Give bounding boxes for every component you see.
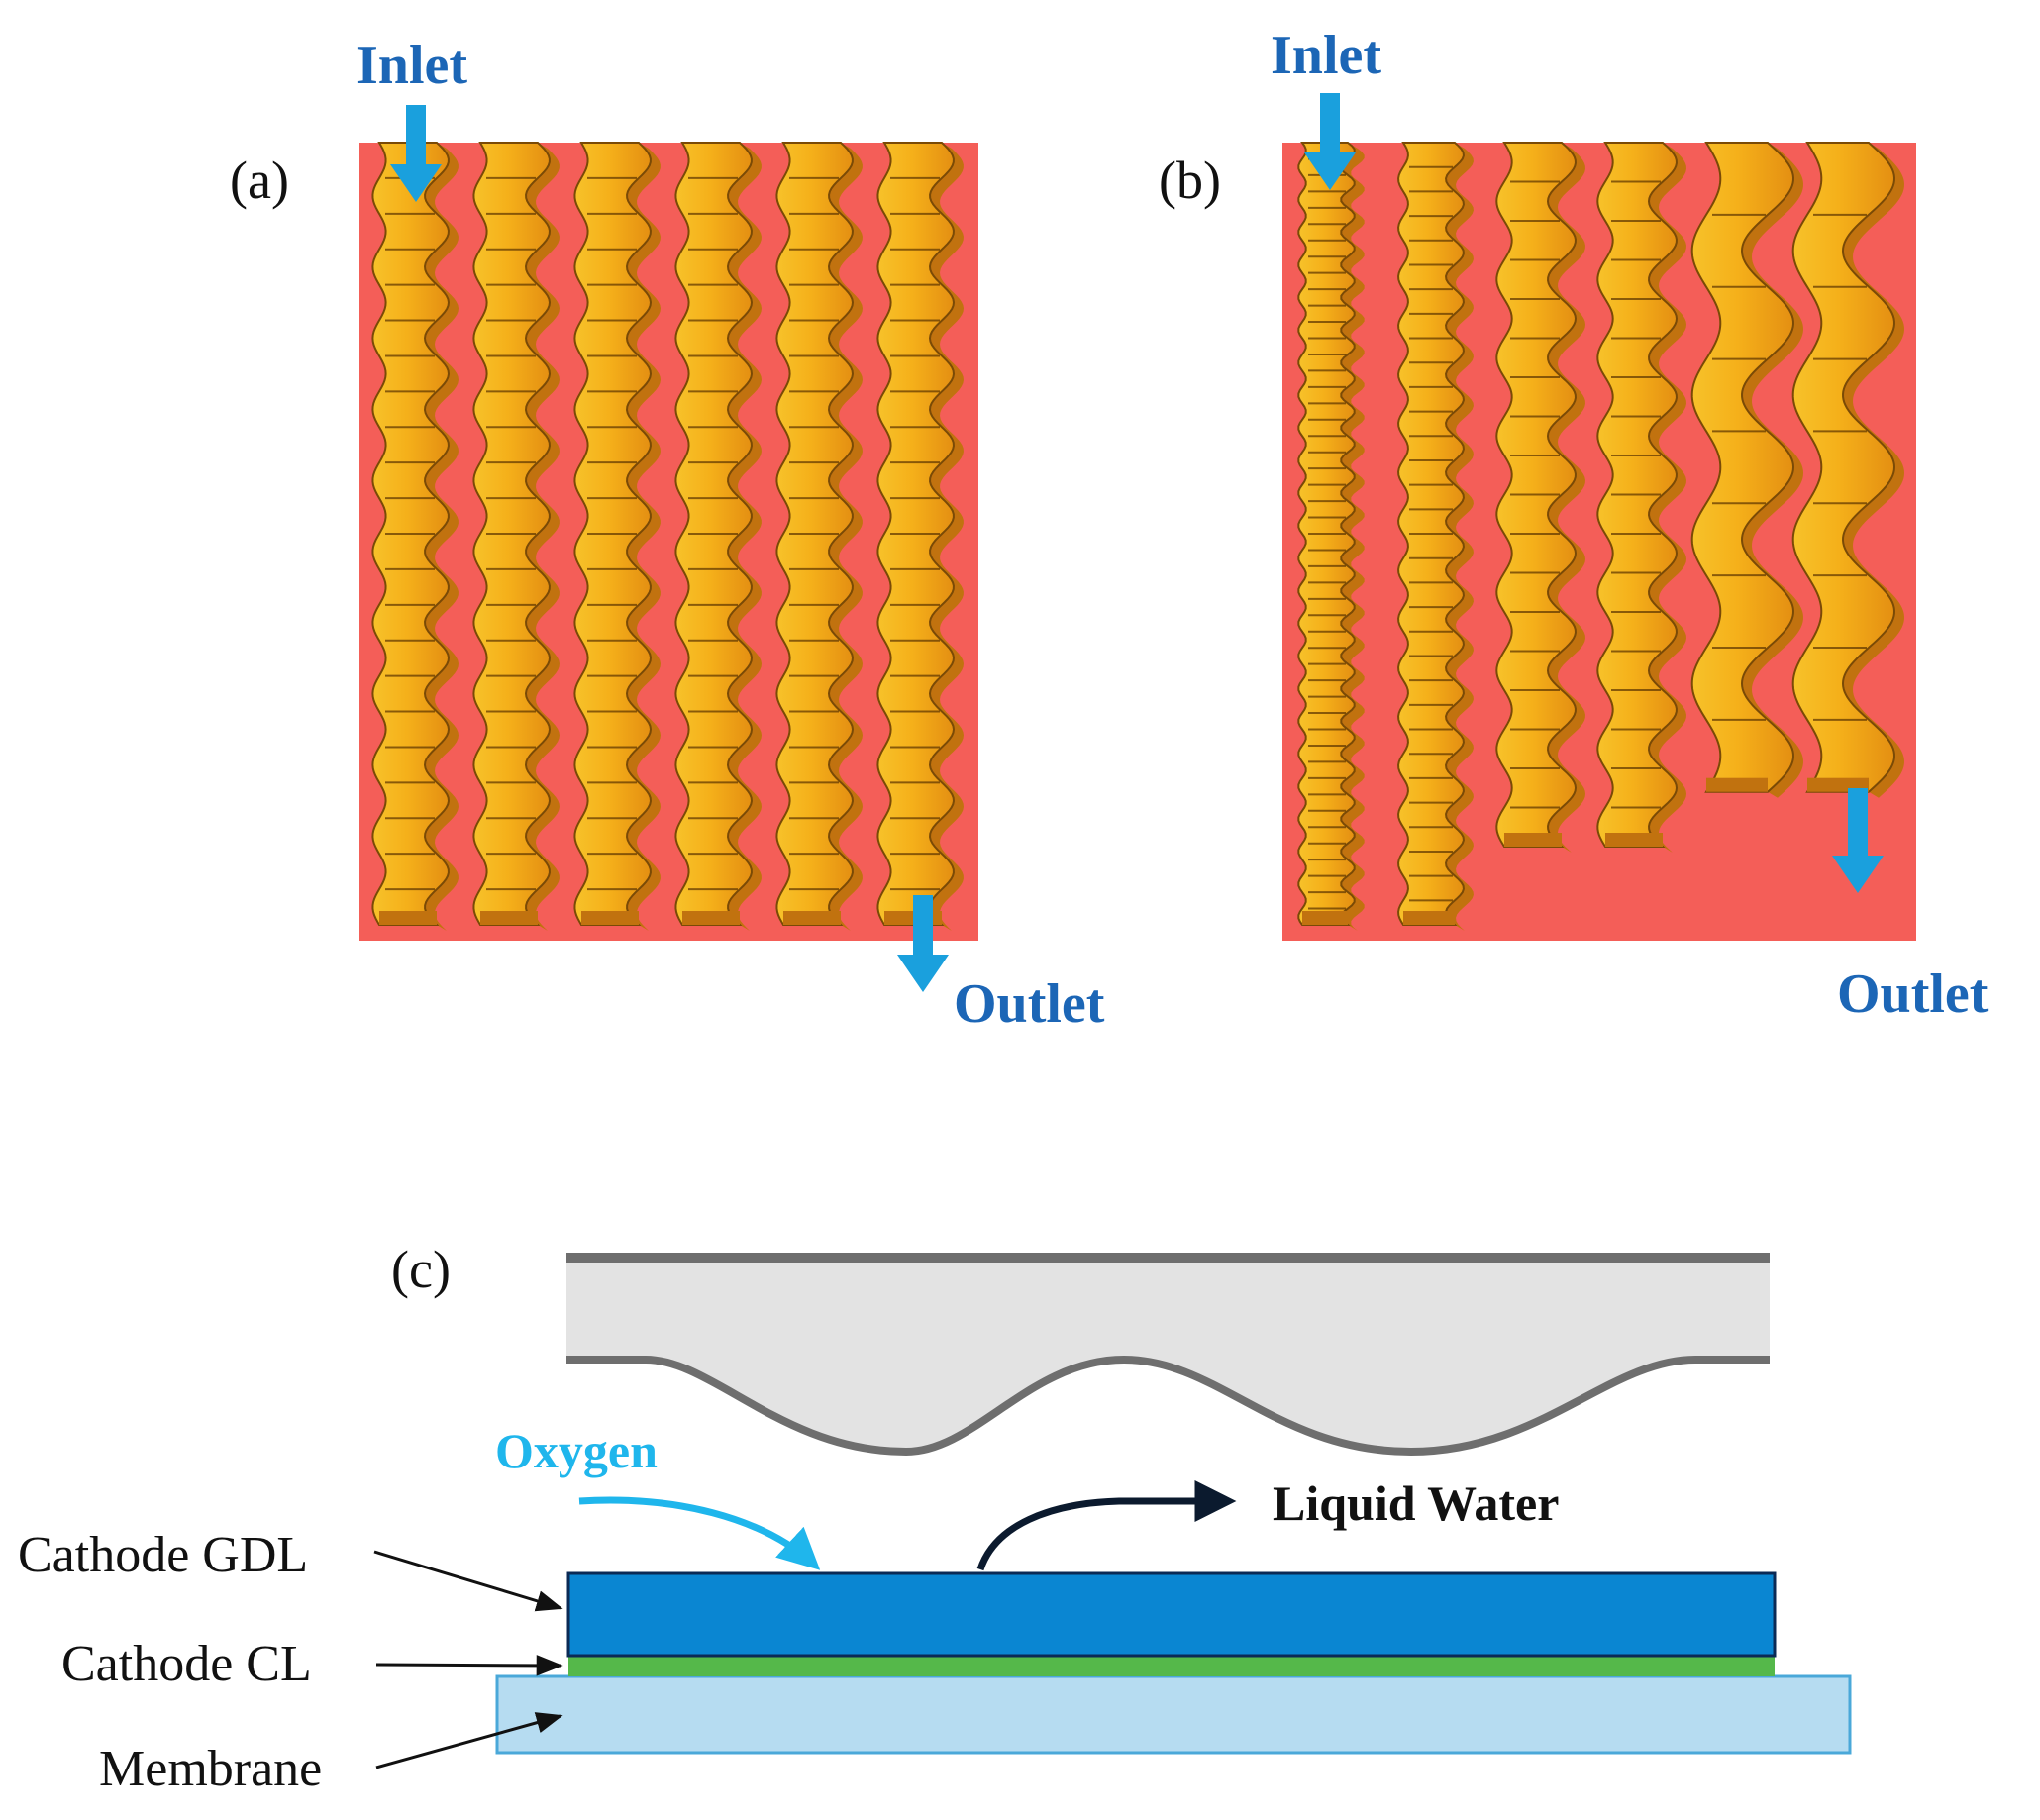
panel-a-inlet-label: Inlet	[357, 35, 467, 96]
panel-b-inlet-label: Inlet	[1271, 25, 1381, 86]
channel-shadow	[1446, 143, 1474, 931]
panel-a-plate	[359, 143, 978, 941]
panel-b-outlet-label: Outlet	[1837, 963, 1989, 1025]
channel-end-cap	[1605, 833, 1663, 847]
panel-b-outlet-arrow	[1832, 788, 1884, 893]
membrane-layer	[495, 1674, 1852, 1755]
channel-end-cap	[1504, 833, 1562, 847]
oxygen-label: Oxygen	[495, 1423, 658, 1478]
panel-a-outlet-arrow	[897, 895, 949, 992]
channel-end-cap	[581, 911, 639, 925]
channel-end-cap	[480, 911, 538, 925]
panel-a-inlet-arrow	[390, 105, 442, 202]
panel-b-inlet-arrow	[1304, 93, 1356, 190]
cathode-cl-pointer	[375, 1655, 563, 1676]
cathode-gdl-label: Cathode GDL	[18, 1527, 308, 1583]
panel-a-label: (a)	[230, 151, 289, 210]
liquid-water-arrow	[976, 1480, 1237, 1571]
oxygen-arrow	[578, 1496, 821, 1570]
panel-c-label: (c)	[391, 1240, 451, 1299]
panel-b: (b) Inlet Outlet	[1159, 25, 1989, 1025]
panel-a-outlet-label: Outlet	[954, 973, 1105, 1035]
channel-shadow	[930, 143, 964, 931]
channel-shadow	[526, 143, 560, 931]
panel-a-channels	[371, 142, 964, 931]
bipolar-plate-channel-edge	[566, 1355, 1770, 1457]
panel-c: (c) Oxygen Liquid Water Cathode GDL Cath…	[18, 1240, 1852, 1797]
membrane-pointer	[375, 1712, 563, 1769]
panel-b-label: (b)	[1159, 151, 1221, 210]
membrane-label: Membrane	[99, 1741, 322, 1797]
cathode-cl-layer	[568, 1656, 1775, 1676]
channel-shadow	[728, 143, 762, 931]
channel-end-cap	[682, 911, 740, 925]
bipolar-plate-body	[566, 1258, 1770, 1452]
cathode-gdl-layer	[566, 1571, 1777, 1658]
liquid-water-label: Liquid Water	[1273, 1475, 1559, 1531]
channel-end-cap	[783, 911, 841, 925]
channel-end-cap	[1403, 911, 1455, 925]
channel-end-cap	[1302, 911, 1348, 925]
cathode-cl-label: Cathode CL	[61, 1636, 312, 1692]
channel-shadow	[425, 143, 459, 931]
channel-end-cap	[379, 911, 437, 925]
cathode-gdl-pointer	[373, 1550, 563, 1612]
channel-shadow	[627, 143, 661, 931]
panel-b-channels	[1297, 142, 1904, 931]
channel-end-cap	[1706, 777, 1768, 792]
panel-a: (a) Inlet Outlet	[230, 35, 1105, 1035]
channel-shadow	[829, 143, 863, 931]
